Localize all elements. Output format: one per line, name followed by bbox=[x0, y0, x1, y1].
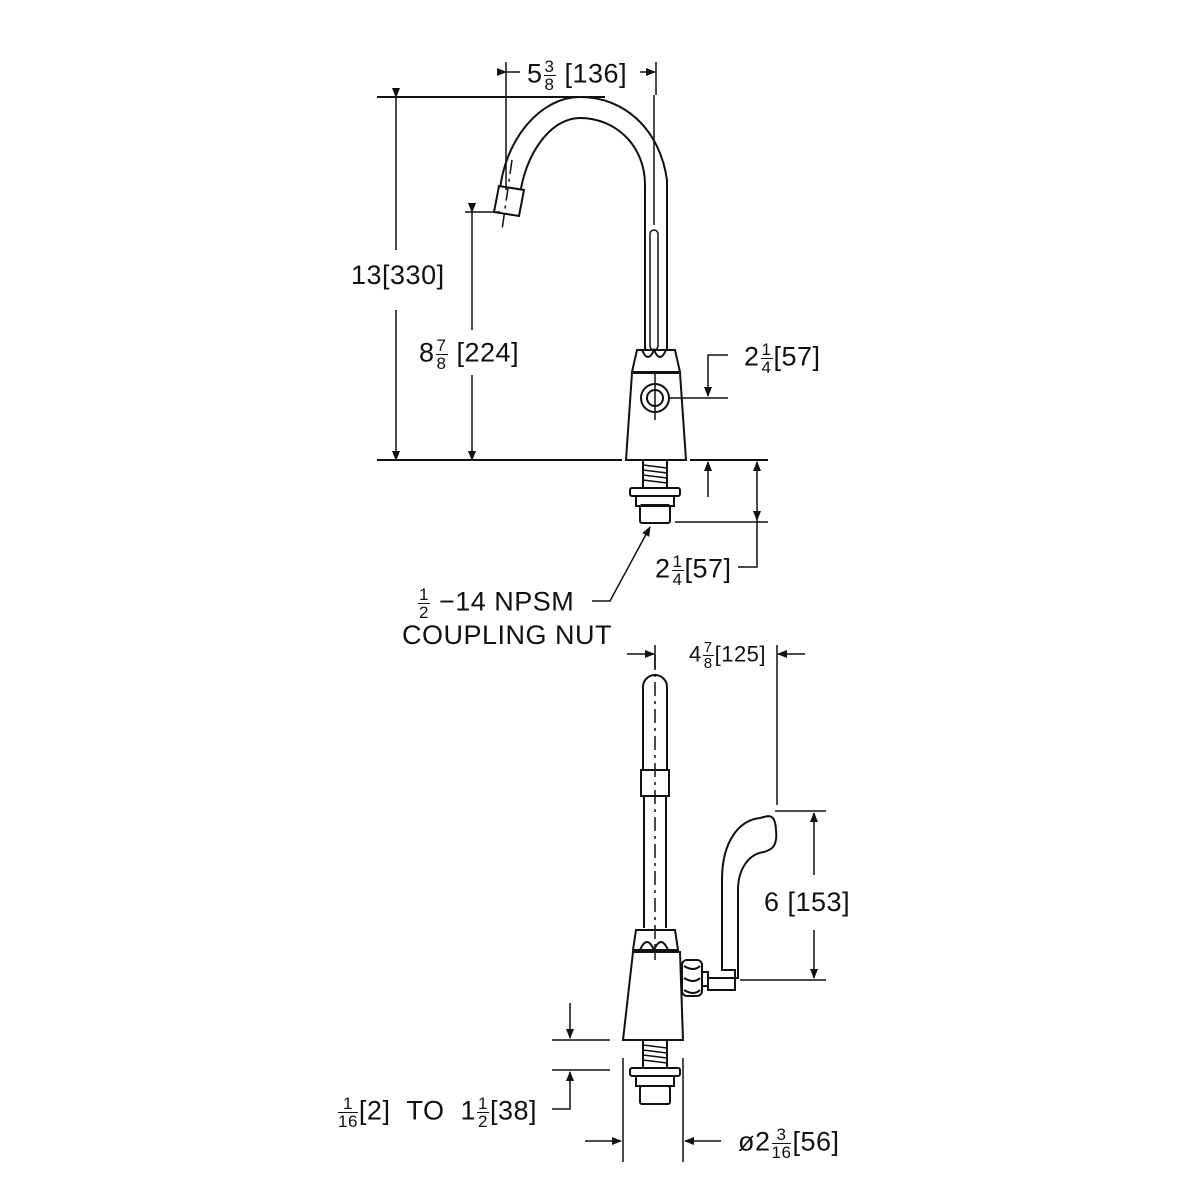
dim-spout-outlet-height bbox=[465, 203, 500, 461]
label-handle-length: 6 [153] bbox=[764, 887, 851, 917]
riser-pipe bbox=[640, 655, 670, 960]
gooseneck-spout bbox=[492, 95, 668, 351]
dim-base-diameter bbox=[585, 1058, 721, 1162]
wrist-blade-handle bbox=[707, 815, 778, 991]
label-overall-height: 13[330] bbox=[351, 260, 445, 290]
dim-handle-offset bbox=[627, 645, 805, 805]
side-elevation-view bbox=[377, 62, 768, 602]
label-coupling-nut: COUPLING NUT bbox=[402, 620, 613, 650]
valve-body bbox=[624, 347, 688, 461]
valve-body-front bbox=[621, 929, 709, 1041]
coupling-leader-line bbox=[592, 526, 651, 602]
dim-handle-length bbox=[740, 810, 826, 981]
dim-inlet-center-height bbox=[670, 354, 728, 497]
dim-shank-length bbox=[675, 461, 768, 568]
dim-deck-thickness bbox=[552, 1003, 610, 1110]
shank-and-coupling-nut bbox=[629, 459, 681, 524]
aerator-icon bbox=[492, 184, 526, 218]
dim-spout-reach bbox=[377, 62, 657, 190]
front-elevation-view bbox=[552, 645, 826, 1162]
nut-icon bbox=[639, 1085, 671, 1105]
coupling-nut-icon bbox=[639, 504, 671, 524]
shank-and-nut-front bbox=[629, 1039, 681, 1105]
